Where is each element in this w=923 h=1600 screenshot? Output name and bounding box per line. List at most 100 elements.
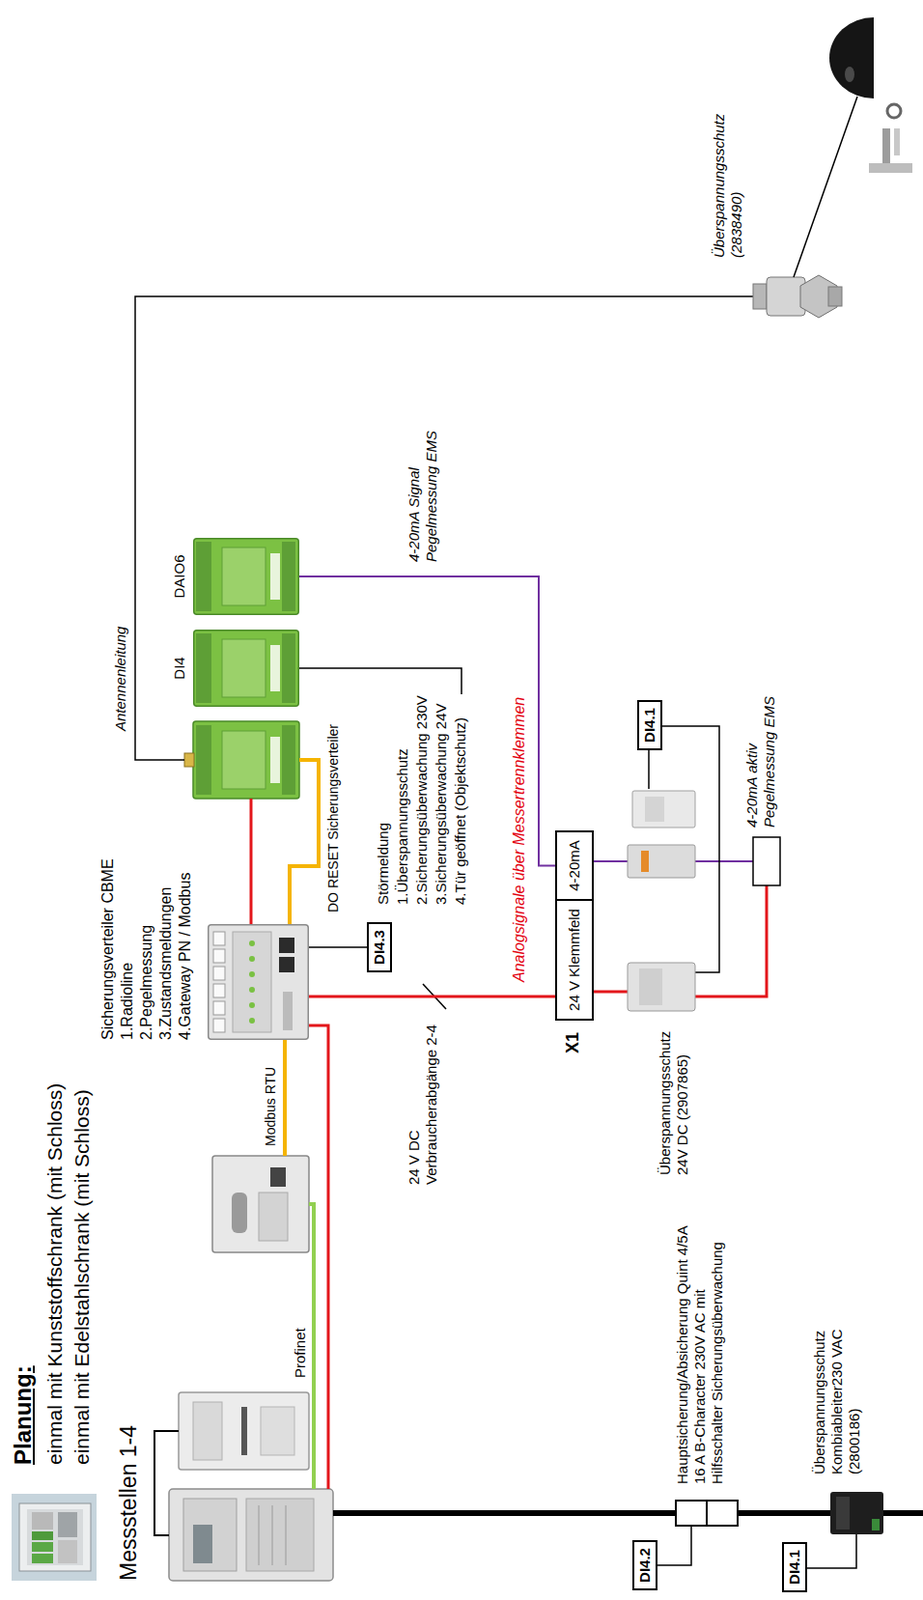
main-fuse [706, 1500, 738, 1526]
main-fuse [675, 1500, 738, 1526]
bus-name: Modbus RTU [262, 1066, 280, 1147]
power-wire [593, 990, 628, 994]
fault-item: 2.Sicherungsüberwachung 230V [413, 695, 431, 905]
device-picture [213, 1018, 225, 1033]
input-tag-box: DI4.2 [632, 1539, 658, 1591]
io-module: DI4 [169, 629, 300, 707]
bus-name: Profinet [291, 1327, 309, 1378]
terminal-cell: 24 V Klemmfeld [555, 898, 594, 1021]
cabinet-photo [11, 1493, 97, 1581]
device-picture [208, 924, 309, 1040]
plc-cpu [285, 1505, 287, 1566]
note: Analogsignale über Messertrennklemmen [509, 697, 529, 982]
module-picture [222, 639, 266, 698]
device-picture [213, 1001, 225, 1015]
terminal-cell: 4-20mA [555, 830, 594, 901]
radio-module [193, 721, 300, 799]
power-wire [250, 798, 253, 924]
plc-module [178, 1392, 309, 1470]
antenna-cable [135, 296, 754, 760]
profinet-wire [308, 1203, 314, 1489]
surge-protector [627, 962, 696, 1011]
cabinet-photo [31, 1511, 54, 1530]
lightning-arrester [830, 1491, 884, 1535]
surge-protector [639, 968, 663, 1006]
device-picture [249, 940, 255, 947]
module-picture [281, 633, 296, 703]
level-sensor [753, 837, 781, 886]
fault-item: 3.Sicherungsüberwachung 24V [432, 703, 450, 905]
plc-module [241, 1406, 248, 1455]
fuse-distributor: Sicherungsverteiler CBME1.Radioline2.Peg… [98, 858, 309, 1040]
power-wire [308, 1025, 329, 1489]
antenna-cable [793, 96, 858, 278]
terminal-label: 4-20mA [565, 839, 584, 892]
status-wire [656, 1525, 857, 1568]
device-picture [279, 937, 295, 953]
signal-name: 4-20mA aktiv Pegelmessung EMS [743, 682, 779, 828]
radio-module [281, 725, 296, 795]
input-tag: DI4.1 [641, 707, 659, 743]
module-label: DI4 [169, 629, 190, 707]
cabinet-photo [57, 1539, 78, 1564]
device-picture [213, 966, 225, 980]
plc-cpu [193, 1524, 213, 1564]
device-label: 1.Radioline [117, 962, 138, 1040]
plc-cpu [258, 1505, 260, 1566]
part-label: Überspannungsschutz Kombiableiter230 VAC… [811, 1290, 864, 1475]
antenna-bracket [868, 163, 913, 173]
plc-module [260, 1406, 295, 1455]
surge-protector [627, 844, 696, 878]
gateway-device [212, 1155, 309, 1253]
input-tag: DI4.1 [785, 1549, 804, 1585]
cabinet-photo [31, 1531, 54, 1540]
module-picture [194, 538, 300, 616]
terminal-label: 24 V Klemmfeld [565, 908, 584, 1011]
module-picture [270, 644, 280, 692]
gateway-device [231, 1192, 248, 1233]
fault-wire [299, 668, 462, 695]
plc-cpu [168, 1488, 334, 1581]
module-picture [281, 541, 296, 612]
lightning-arrester [871, 1518, 880, 1531]
signal-name: DO RESET Sicherungsverteiler [325, 724, 342, 913]
device-picture [249, 986, 255, 993]
plc-cpu [183, 1498, 237, 1571]
module-label: DAIO6 [169, 537, 190, 616]
device-label: 2.Pegelmessung [137, 924, 157, 1040]
device-picture [207, 923, 309, 1040]
fault-heading: Störmeldung [374, 822, 392, 905]
gateway-device [212, 1155, 309, 1253]
input-tag-box: DI4.1 [782, 1541, 808, 1593]
device-label: Sicherungsverteiler CBME [98, 858, 118, 1040]
lightning-arrester [830, 1491, 884, 1535]
antenna-surge-protector [828, 286, 842, 307]
device-picture [213, 931, 225, 946]
device-link [154, 1430, 179, 1536]
radio-module [270, 736, 280, 784]
antenna-surge-protector [766, 277, 806, 316]
antenna-bracket [887, 104, 901, 118]
device-picture [279, 956, 295, 973]
device-label: 4.Gateway PN / Modbus [175, 872, 196, 1040]
supply-note: 24 V DC Verbraucherabgänge 2-4 [405, 1020, 441, 1185]
antenna-surge-protector [753, 275, 842, 318]
fault-item: 4.Tür geöffnet (Objektschutz) [451, 717, 470, 905]
cabinet-photo [19, 1503, 91, 1571]
plan-heading: Planung: [9, 1365, 38, 1465]
module-picture [193, 537, 300, 616]
gateway-device [270, 1167, 286, 1187]
cabinet-photo [27, 1509, 84, 1566]
device-picture [282, 991, 293, 1031]
main-fuse [675, 1500, 707, 1526]
signal-wire [308, 946, 367, 949]
surge-protector [644, 796, 665, 822]
cabinet-photo [31, 1541, 54, 1552]
antenna-dome [829, 17, 874, 99]
surge-protector [632, 790, 696, 828]
plc-module [193, 1401, 223, 1460]
device-picture [213, 949, 225, 963]
signal-name: 4-20mA Signal Pegelmessung EMS [405, 407, 441, 562]
antenna-bracket [882, 128, 891, 164]
